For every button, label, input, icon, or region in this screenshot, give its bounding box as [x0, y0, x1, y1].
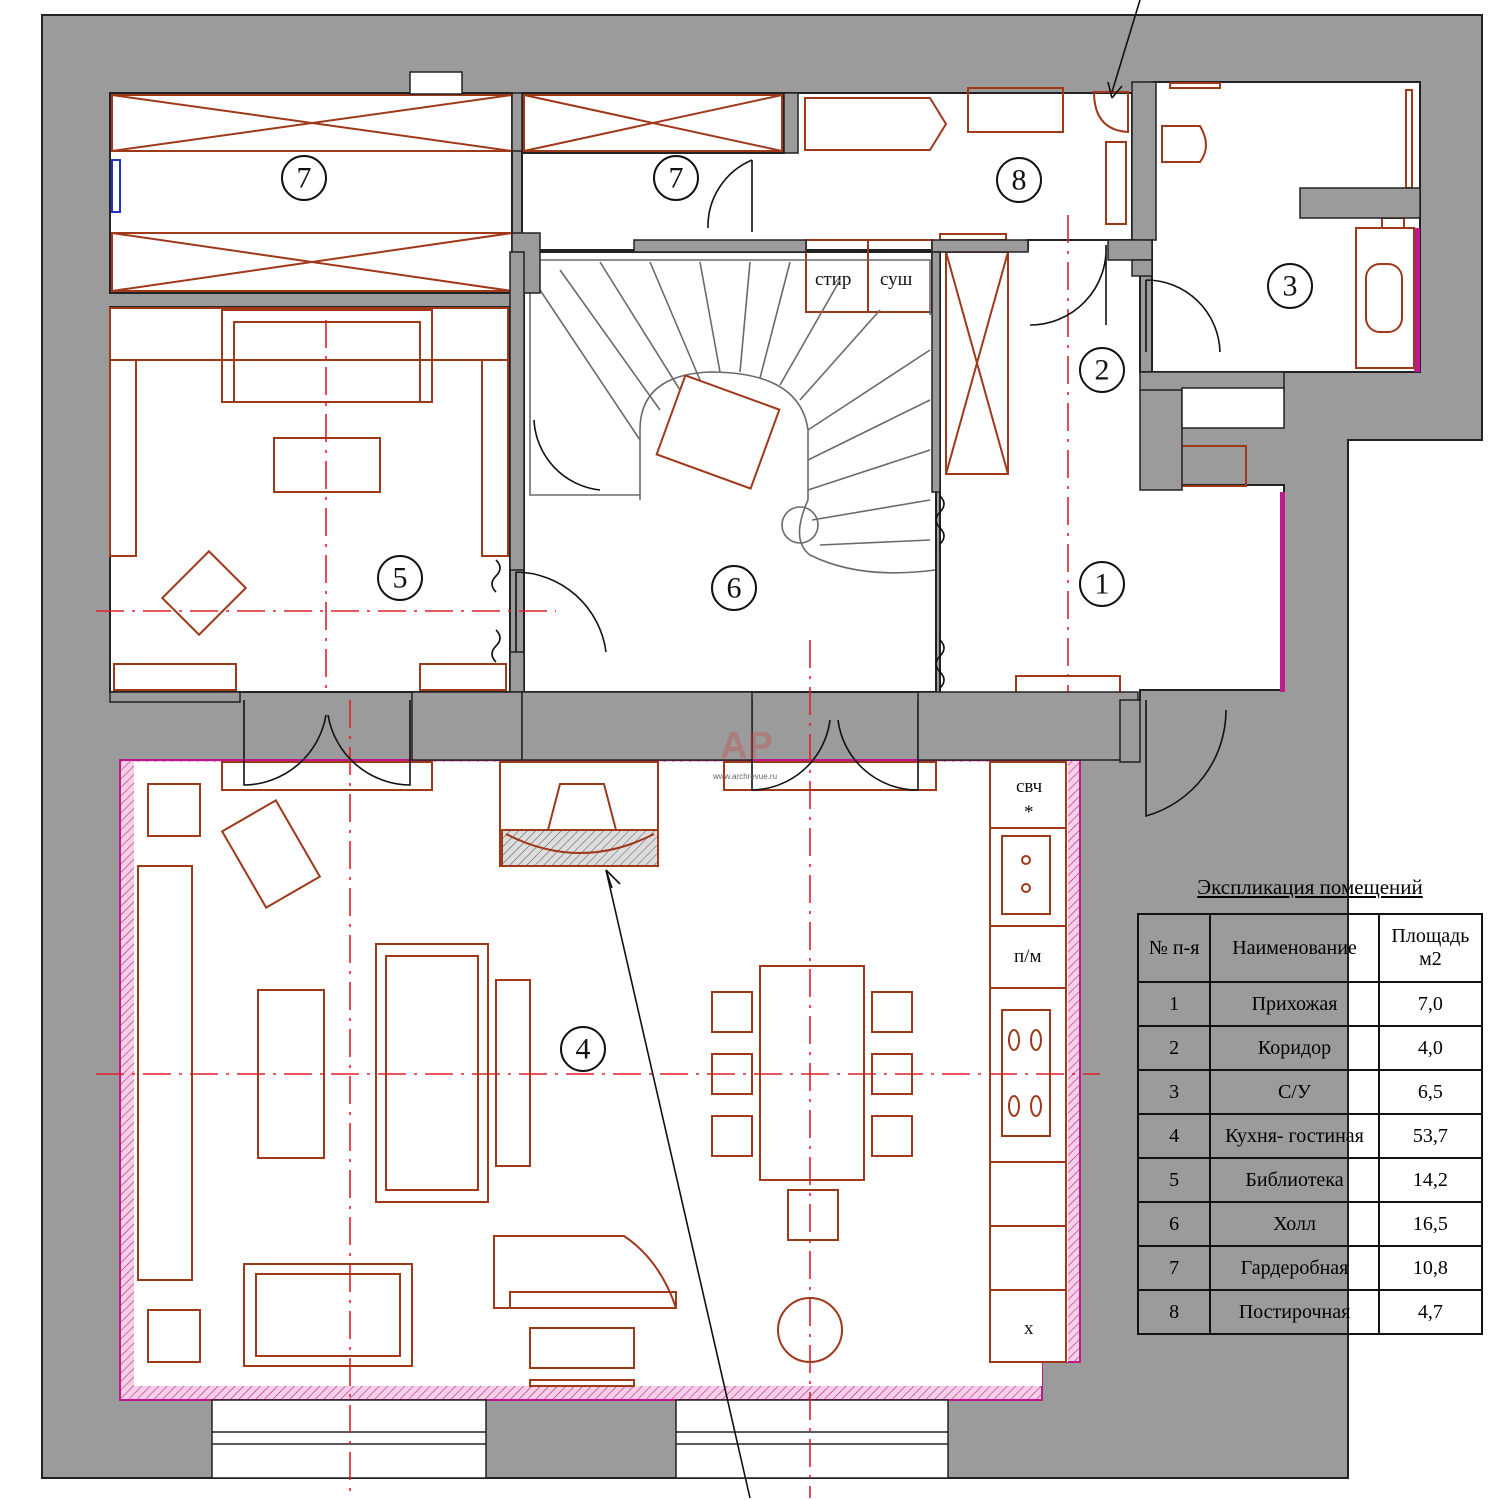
- bottom-windows: [211, 1399, 949, 1479]
- row-area: 14,2: [1377, 1157, 1484, 1203]
- explication-table-block: Экспликация помещений № п-я Наименование…: [1136, 875, 1484, 1335]
- row-area: 53,7: [1377, 1113, 1484, 1159]
- row-name: Холл: [1209, 1201, 1380, 1247]
- row-name: Библиотека: [1209, 1157, 1380, 1203]
- interior-walls: [109, 92, 1153, 763]
- row-name: С/У: [1209, 1069, 1380, 1115]
- row-num: 1: [1136, 981, 1212, 1027]
- row-area: 4,7: [1377, 1289, 1484, 1335]
- fridge-label: х: [1024, 1318, 1034, 1339]
- svg-text:3: 3: [1283, 270, 1298, 303]
- table-header-row: № п-я Наименование Площадь м2: [1136, 913, 1484, 983]
- svg-text:8: 8: [1012, 164, 1027, 197]
- row-area: 7,0: [1377, 981, 1484, 1027]
- svg-text:4: 4: [576, 1033, 591, 1066]
- fireplace-arc: [505, 833, 655, 854]
- room-number-4: 4: [560, 1026, 606, 1072]
- library-furniture: [109, 307, 781, 691]
- room-number-6: 6: [711, 565, 757, 611]
- laundry-furniture: [804, 87, 1129, 313]
- room-5-area: [109, 306, 511, 693]
- dishwasher-label: п/м: [1014, 946, 1041, 967]
- microwave-label: свч: [1016, 776, 1043, 797]
- row-num: 3: [1136, 1069, 1212, 1115]
- row-area: 6,5: [1377, 1069, 1484, 1115]
- room-1-wall-strip: [1280, 492, 1285, 692]
- room-3-wall-strip: [1414, 228, 1420, 372]
- dryer-label: суш: [880, 269, 913, 290]
- row-name: Коридор: [1209, 1025, 1380, 1071]
- svg-text:6: 6: [727, 572, 742, 605]
- header-name: Наименование: [1209, 913, 1380, 983]
- radiator-icon: [111, 159, 121, 213]
- svg-text:2: 2: [1095, 354, 1110, 387]
- fireplace-hearth: [501, 829, 659, 867]
- star-label: *: [1024, 802, 1034, 823]
- row-num: 7: [1136, 1245, 1212, 1291]
- room-number-7a: 7: [281, 155, 327, 201]
- row-area: 16,5: [1377, 1201, 1484, 1247]
- watermark-url: www.archrevue.ru: [713, 772, 778, 781]
- room-number-7b: 7: [653, 155, 699, 201]
- room-number-1: 1: [1079, 561, 1125, 607]
- row-name: Кухня- гостиная: [1209, 1113, 1380, 1159]
- header-num: № п-я: [1136, 913, 1212, 983]
- svg-text:7: 7: [297, 162, 312, 195]
- room-number-5: 5: [377, 555, 423, 601]
- room-6-area: [523, 251, 937, 693]
- row-num: 4: [1136, 1113, 1212, 1159]
- room-numbers: 7 7 8 3 2 5 6 1 4: [281, 155, 1313, 1072]
- row-area: 10,8: [1377, 1245, 1484, 1291]
- row-name: Прихожая: [1209, 981, 1380, 1027]
- bathroom-fixtures: [1159, 82, 1415, 487]
- door-swings: [243, 0, 1227, 1499]
- room-number-3: 3: [1267, 263, 1313, 309]
- row-num: 6: [1136, 1201, 1212, 1247]
- row-num: 5: [1136, 1157, 1212, 1203]
- wardrobe-units: [111, 94, 1009, 475]
- row-num: 2: [1136, 1025, 1212, 1071]
- row-name: Гардеробная: [1209, 1245, 1380, 1291]
- staircase: [529, 259, 936, 574]
- vent-box: [409, 71, 463, 95]
- room-number-2: 2: [1079, 347, 1125, 393]
- bathroom-cabinet: [1181, 387, 1285, 429]
- room-number-8: 8: [996, 157, 1042, 203]
- svg-text:1: 1: [1095, 568, 1110, 601]
- explication-title: Экспликация помещений: [1197, 875, 1423, 899]
- room-4-area-inner: [134, 762, 1068, 1386]
- washer-label: стир: [815, 269, 851, 290]
- header-area: Площадь м2: [1377, 913, 1484, 983]
- watermark-logo: AP: [720, 725, 773, 767]
- row-name: Постирочная: [1209, 1289, 1380, 1335]
- svg-text:5: 5: [393, 562, 408, 595]
- svg-text:7: 7: [669, 162, 684, 195]
- living-furniture: [137, 675, 1121, 1387]
- room-areas: [109, 81, 1421, 701]
- bathroom-partitions: [1131, 81, 1421, 491]
- row-num: 8: [1136, 1289, 1212, 1335]
- row-area: 4,0: [1377, 1025, 1484, 1071]
